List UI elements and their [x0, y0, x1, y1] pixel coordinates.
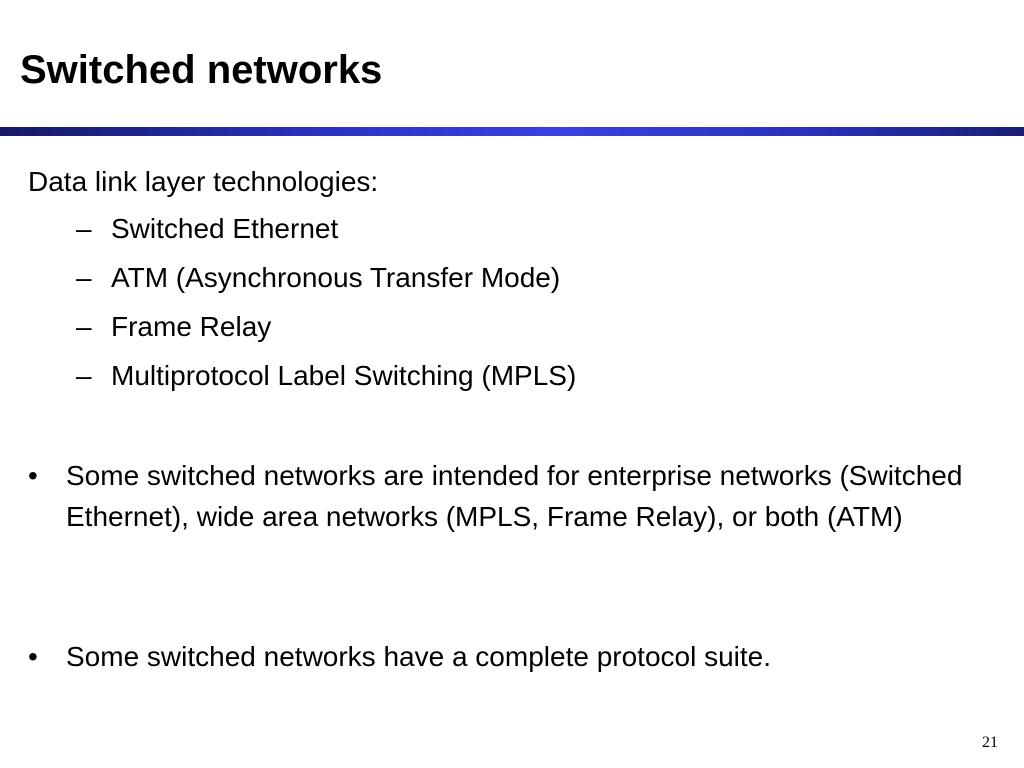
page-number: 21	[982, 734, 998, 751]
list-item-text: Multiprotocol Label Switching (MPLS)	[111, 360, 577, 391]
title-divider	[0, 127, 1024, 136]
bullet-text: Some switched networks have a complete p…	[66, 641, 772, 672]
slide-title: Switched networks	[20, 48, 383, 92]
list-item: – ATM (Asynchronous Transfer Mode)	[76, 261, 576, 310]
list-item: – Switched Ethernet	[76, 212, 576, 261]
bullet-point: • Some switched networks have a complete…	[28, 636, 1013, 677]
list-item-text: Switched Ethernet	[111, 213, 339, 244]
intro-text: Data link layer technologies:	[28, 166, 379, 197]
bullet-marker: •	[28, 460, 38, 491]
bullet-point: • Some switched networks are intended fo…	[28, 455, 1013, 537]
technology-list: – Switched Ethernet – ATM (Asynchronous …	[76, 212, 576, 408]
dash-marker: –	[76, 262, 92, 293]
list-item-text: Frame Relay	[111, 311, 272, 342]
bullet-text: Some switched networks are intended for …	[66, 460, 963, 532]
dash-marker: –	[76, 213, 92, 244]
dash-marker: –	[76, 360, 92, 391]
list-item: – Frame Relay	[76, 310, 576, 359]
list-item-text: ATM (Asynchronous Transfer Mode)	[111, 262, 561, 293]
dash-marker: –	[76, 311, 92, 342]
list-item: – Multiprotocol Label Switching (MPLS)	[76, 359, 576, 408]
bullet-marker: •	[28, 641, 38, 672]
